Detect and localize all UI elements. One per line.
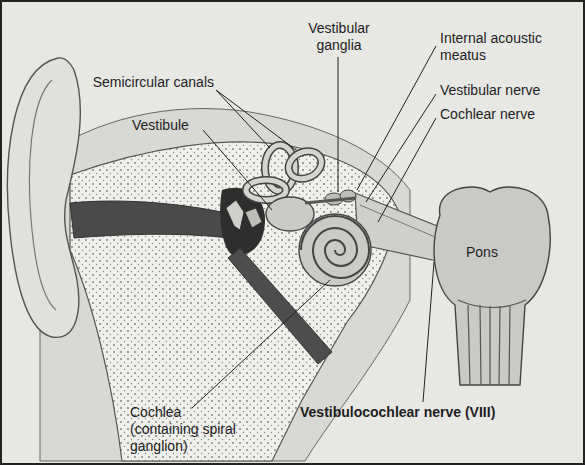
nerve-division	[360, 205, 442, 240]
leader-line	[357, 46, 436, 190]
ear-canal	[70, 201, 229, 238]
semicircular-canals	[246, 145, 326, 200]
brainstem	[434, 187, 550, 385]
ossicles	[226, 200, 244, 230]
part-label: Vestibule	[132, 117, 212, 134]
part-label: Semicircular canals	[92, 74, 214, 91]
leader-line	[192, 280, 330, 408]
cochlea	[299, 214, 371, 286]
leader-line	[423, 262, 434, 402]
auricle	[8, 58, 81, 337]
part-label: Internal acoustic meatus	[440, 30, 565, 64]
part-label: Pons	[466, 244, 526, 261]
ossicles	[245, 208, 262, 228]
vestibular-nerve-branch	[305, 198, 356, 203]
auricle-ridge	[29, 80, 56, 310]
leader-line	[378, 118, 436, 222]
leader-line	[216, 90, 270, 148]
leader-lines	[192, 46, 436, 408]
part-label: Cochlear nerve	[440, 106, 580, 123]
leader-line	[203, 130, 272, 210]
nerve-title: Vestibulocochlear nerve (VIII)	[300, 404, 580, 421]
leader-line	[366, 94, 436, 202]
part-label: Vestibular ganglia	[298, 20, 380, 54]
part-label: Cochlea (containing spiral ganglion)	[130, 404, 244, 455]
leader-line	[216, 90, 296, 150]
leader-line	[338, 57, 339, 192]
part-label: Vestibular nerve	[440, 82, 580, 99]
